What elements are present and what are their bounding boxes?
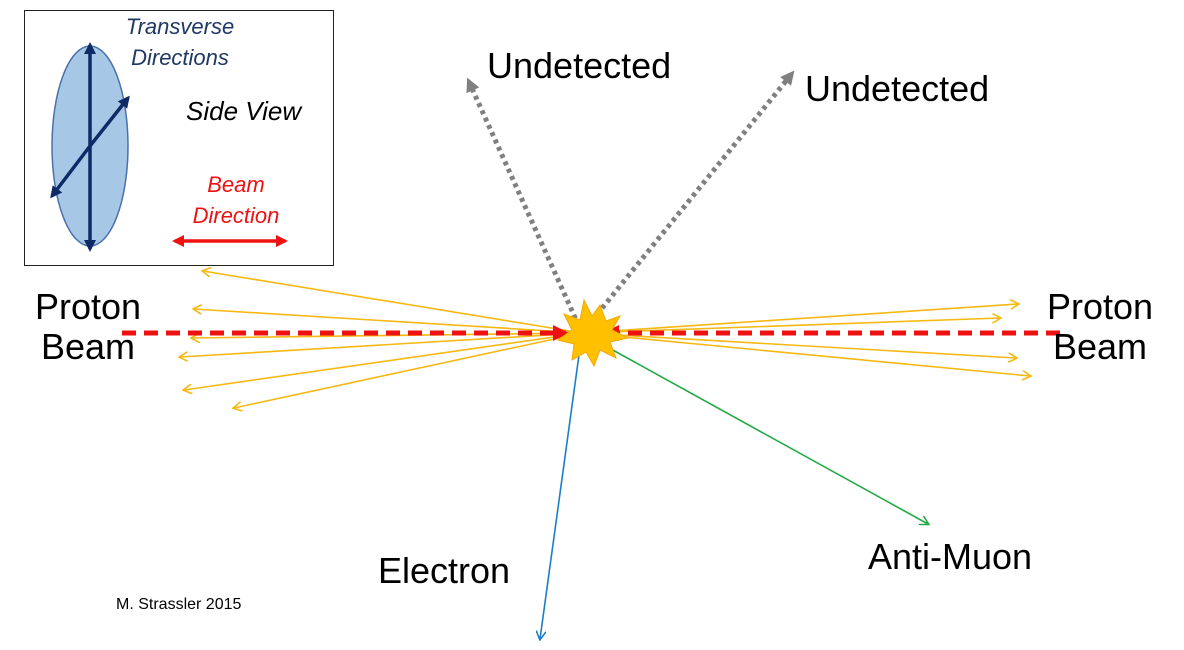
undetected-particles [466,70,795,335]
electron-arrow [540,332,583,639]
credit-label: M. Strassler 2015 [116,596,242,613]
electron-label: Electron [378,550,511,591]
beam-direction-line2: Direction [192,202,280,228]
side-view-inset [24,10,334,266]
jet-arrow [203,271,583,334]
jet-arrow [184,332,583,390]
undetected-right-arrow [580,70,795,335]
transverse-directions-label: Transverse Directions [110,12,250,74]
anti-muon-arrow [581,332,928,524]
anti-muon-label: Anti-Muon [868,536,1033,577]
side-view-label: Side View [186,96,302,126]
jet-arrow [581,332,1016,358]
undetected-left-label: Undetected [487,45,672,86]
beam-direction-line1: Beam [207,172,265,197]
transverse-diagonal-arrow [88,95,130,148]
proton-beam-left-label: Proton Beam [18,287,158,367]
transverse-label-line2: Directions [131,44,229,70]
inset-side-view-graphic [50,42,288,252]
beam-direction-label: Beam Direction [166,170,306,232]
proton-beam-right-line2: Beam [1052,326,1148,367]
proton-beam-right-line1: Proton [1046,286,1154,327]
undetected-right-label: Undetected [805,68,990,109]
left-jets [180,271,583,408]
jet-arrow [581,304,1018,334]
proton-beam-right-label: Proton Beam [1030,287,1170,367]
right-jets [581,304,1030,376]
jet-arrow [234,332,583,408]
transverse-diagonal-arrow [50,144,92,199]
starburst-icon [556,298,630,368]
proton-beam-left-line1: Proton [34,286,142,327]
jet-arrow [180,332,583,357]
transverse-label-line1: Transverse [125,14,235,39]
jet-arrow [194,309,583,334]
proton-beam-left-line2: Beam [40,326,136,367]
undetected-left-arrow [466,77,585,335]
jet-arrow [581,332,1030,376]
